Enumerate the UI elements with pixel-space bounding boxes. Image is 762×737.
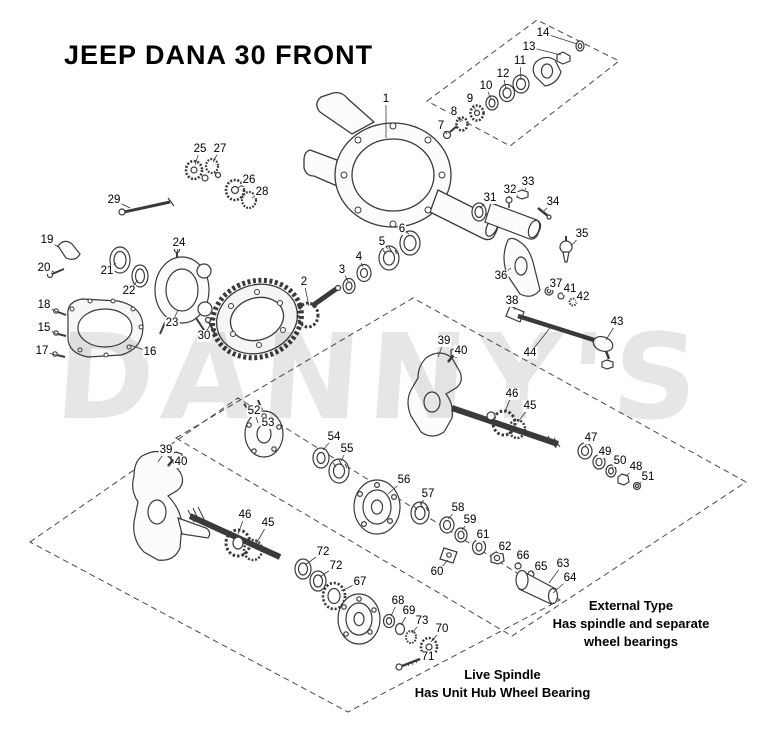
caption-live-line-1: Live Spindle [464, 667, 541, 682]
leader-line-13 [528, 46, 562, 56]
pinion-bearings-art [342, 230, 421, 295]
leader-line-51 [638, 476, 649, 485]
leader-line-69 [400, 610, 410, 626]
leader-line-63 [548, 563, 564, 584]
leader-line-62 [498, 546, 506, 554]
dashed-box-live-spindle [29, 397, 562, 713]
leader-line-20 [43, 267, 55, 273]
leader-line-59 [461, 519, 471, 531]
leader-line-60 [436, 559, 449, 573]
leader-line-42 [575, 296, 584, 302]
leader-line-29 [113, 199, 131, 209]
external-knuckle-assembly-art [407, 347, 642, 491]
page-title: JEEP DANA 30 FRONT [64, 40, 374, 70]
leader-line-64 [552, 577, 571, 594]
leader-line-58 [447, 507, 459, 520]
dashed-box-pinion-kit [426, 19, 620, 147]
leader-line-33 [524, 181, 529, 191]
leader-line-72 [319, 565, 337, 578]
leader-line-41 [561, 288, 571, 296]
leader-line-72 [304, 551, 324, 566]
live-spindle-assembly-art [132, 450, 439, 671]
caption-external-line-2: Has spindle and separate [552, 616, 710, 631]
caption-external-line-1: External Type [588, 598, 674, 613]
leader-line-45 [517, 405, 531, 423]
pinion-yoke-kit-art [442, 40, 585, 140]
caption-external-type: External Type Has spindle and separate w… [540, 597, 722, 651]
steering-knuckle-parts-art [471, 189, 614, 370]
dashed-box-external-type [175, 297, 747, 637]
leader-line-14 [542, 32, 578, 45]
ring-gear-pinion-art [210, 277, 342, 361]
leader-line-19 [46, 239, 61, 249]
dashed-boundaries [29, 19, 747, 713]
leader-line-57 [420, 493, 429, 505]
leader-line-50 [611, 460, 621, 469]
leader-line-68 [390, 600, 399, 617]
leader-line-34 [543, 201, 554, 212]
leader-line-70 [430, 628, 443, 643]
external-hub-parts-art [243, 399, 559, 605]
leader-line-45 [255, 522, 269, 545]
leader-line-67 [340, 581, 361, 592]
leader-line-44 [529, 327, 551, 354]
leader-line-48 [625, 466, 637, 477]
leader-line-3 [341, 269, 349, 282]
leader-line-66 [517, 555, 524, 565]
leader-line-54 [322, 436, 335, 451]
caption-live-line-2: Has Unit Hub Wheel Bearing [414, 685, 591, 700]
leader-line-73 [411, 620, 423, 634]
leader-line-46 [504, 393, 513, 413]
leader-line-35 [570, 233, 583, 247]
leader-line-27 [212, 148, 221, 163]
caption-external-line-3: wheel bearings [584, 634, 678, 649]
leader-line-65 [531, 566, 542, 574]
leader-line-40 [173, 461, 182, 467]
axle-housing-art [303, 91, 499, 241]
leader-line-55 [340, 448, 348, 462]
caption-live-spindle: Live Spindle Has Unit Hub Wheel Bearing [395, 666, 610, 702]
leader-line-26 [237, 179, 250, 189]
leader-line-43 [605, 321, 618, 341]
